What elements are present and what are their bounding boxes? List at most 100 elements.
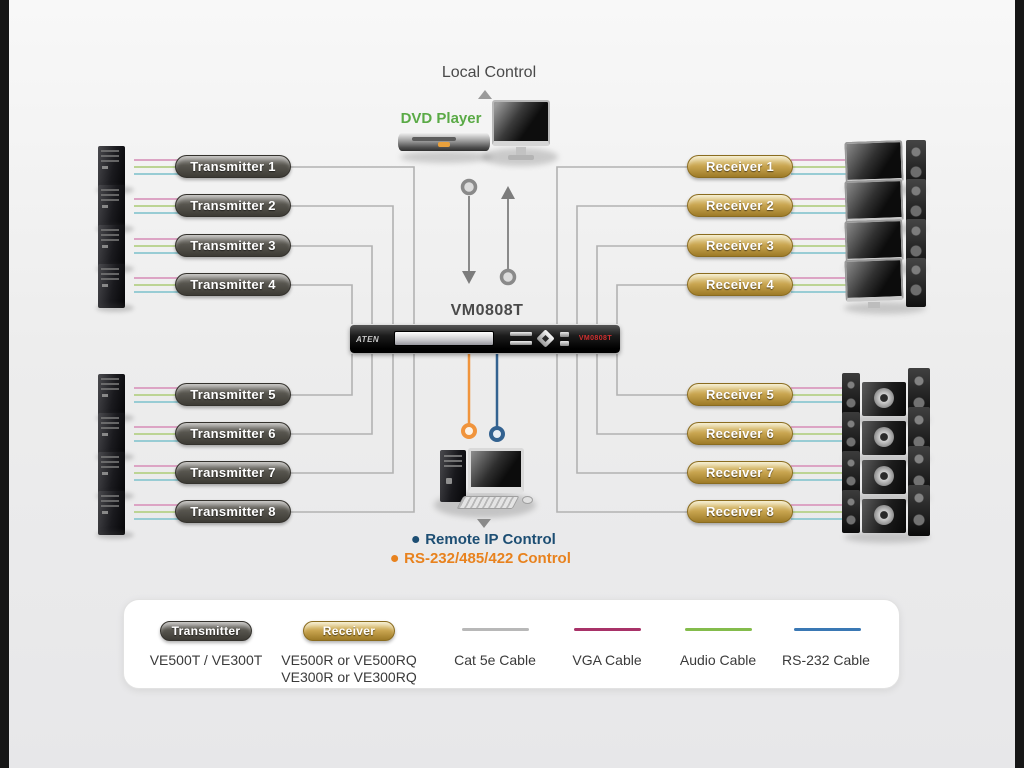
speaker-left [842, 451, 860, 494]
control-computer-icon [432, 446, 538, 518]
legend-transmitter-pill: Transmitter [160, 621, 252, 641]
cd-disc [874, 505, 894, 525]
tower-button [102, 205, 108, 208]
receiver-7-pill: Receiver 7 [687, 461, 793, 484]
tower-button [102, 472, 108, 475]
cat5e-cable-swatch [462, 628, 529, 631]
transmitter-1-pill: Transmitter 1 [175, 155, 291, 178]
display-screen [844, 140, 904, 184]
blue-bullet-icon [412, 536, 420, 543]
tower-shadow [96, 304, 134, 312]
monitor-speaker-icon [842, 258, 930, 314]
audio-cables [134, 166, 848, 513]
dvd-player-label: DVD Player [400, 110, 482, 127]
pc-monitor [468, 448, 524, 493]
switch-button [510, 332, 532, 336]
rs232-cable-label: RS-232 Cable [782, 652, 870, 668]
speaker-left [842, 490, 860, 533]
dvd-player-icon [398, 130, 494, 164]
tower-bays [101, 268, 119, 280]
transmitter-5-pill: Transmitter 5 [175, 383, 291, 406]
receiver-8-pill: Receiver 8 [687, 500, 793, 523]
display-stand [868, 302, 880, 308]
legend-panel: Transmitter VE500T / VE300T Receiver VE5… [123, 599, 900, 689]
legend-receiver-models-1: VE500R or VE500RQ [281, 652, 417, 668]
tower-button [102, 166, 108, 169]
receiver-3-pill: Receiver 3 [687, 234, 793, 257]
transmitter-6-pill: Transmitter 6 [175, 422, 291, 445]
stereo-system-icon [842, 446, 932, 504]
receiver-4-pill: Receiver 4 [687, 273, 793, 296]
tower-bays [101, 456, 119, 468]
pc-mouse [522, 496, 533, 504]
display-screen [844, 258, 904, 302]
dvd-tray [412, 137, 456, 141]
up-arrow-icon [478, 90, 492, 99]
cat5e-cable-label: Cat 5e Cable [454, 652, 536, 668]
local-control-label: Local Control [441, 64, 537, 81]
tower-bays [101, 229, 119, 241]
remote-ip-control-label: Remote IP Control [412, 531, 556, 548]
speaker-right [908, 485, 930, 536]
remote-ip-text: Remote IP Control [425, 531, 556, 548]
pc-tower-button [446, 478, 452, 484]
speaker-right [908, 368, 930, 419]
speaker-right [908, 407, 930, 458]
tower-button [102, 511, 108, 514]
receiver-1-pill: Receiver 1 [687, 155, 793, 178]
tower-bays [101, 150, 119, 162]
switch-button [510, 341, 532, 345]
receiver-6-pill: Receiver 6 [687, 422, 793, 445]
monitor-screen [492, 100, 550, 146]
dvd-button [438, 142, 450, 147]
speaker-left [842, 412, 860, 455]
switch-button [560, 332, 569, 337]
speaker [906, 258, 926, 307]
right-edge-bar [1015, 0, 1024, 768]
control-links [461, 354, 505, 442]
tower-shadow [96, 531, 134, 539]
switch-lcd [394, 331, 494, 346]
pc-tower-bays [444, 455, 462, 467]
speaker [906, 179, 926, 228]
pc-tower-icon [94, 262, 138, 312]
cd-disc [874, 466, 894, 486]
dvd-shadow [400, 151, 492, 163]
tower-bays [101, 378, 119, 390]
local-monitor-icon [478, 100, 562, 170]
tower-bays [101, 417, 119, 429]
switch-button [560, 341, 569, 346]
receiver-5-pill: Receiver 5 [687, 383, 793, 406]
tower-bays [101, 495, 119, 507]
display-screen [844, 179, 904, 223]
speaker-left [842, 373, 860, 416]
speaker [906, 219, 926, 268]
aten-logo: ATEN [356, 335, 380, 344]
cat5-cables [290, 166, 687, 513]
legend-transmitter-models: VE500T / VE300T [149, 652, 263, 668]
left-edge-bar [0, 0, 9, 768]
audio-cable-label: Audio Cable [679, 652, 757, 668]
local-control-links [460, 178, 517, 286]
orange-bullet-icon [391, 555, 399, 562]
cd-disc [874, 388, 894, 408]
speaker [906, 140, 926, 189]
switch-name-label: VM0808T [450, 302, 524, 319]
vga-cables [134, 159, 848, 506]
vga-cable-label: VGA Cable [572, 652, 642, 668]
display-screen [844, 219, 904, 263]
tower-button [102, 284, 108, 287]
matrix-switch-device: ATEN VM0808T [350, 325, 620, 353]
speaker-right [908, 446, 930, 497]
pc-tower-icon [94, 489, 138, 539]
transmitter-4-pill: Transmitter 4 [175, 273, 291, 296]
audio-cable-swatch [685, 628, 752, 631]
tower-button [102, 394, 108, 397]
vga-cable-swatch [574, 628, 641, 631]
tower-button [102, 433, 108, 436]
cd-disc [874, 427, 894, 447]
transmitter-8-pill: Transmitter 8 [175, 500, 291, 523]
tower-bays [101, 189, 119, 201]
